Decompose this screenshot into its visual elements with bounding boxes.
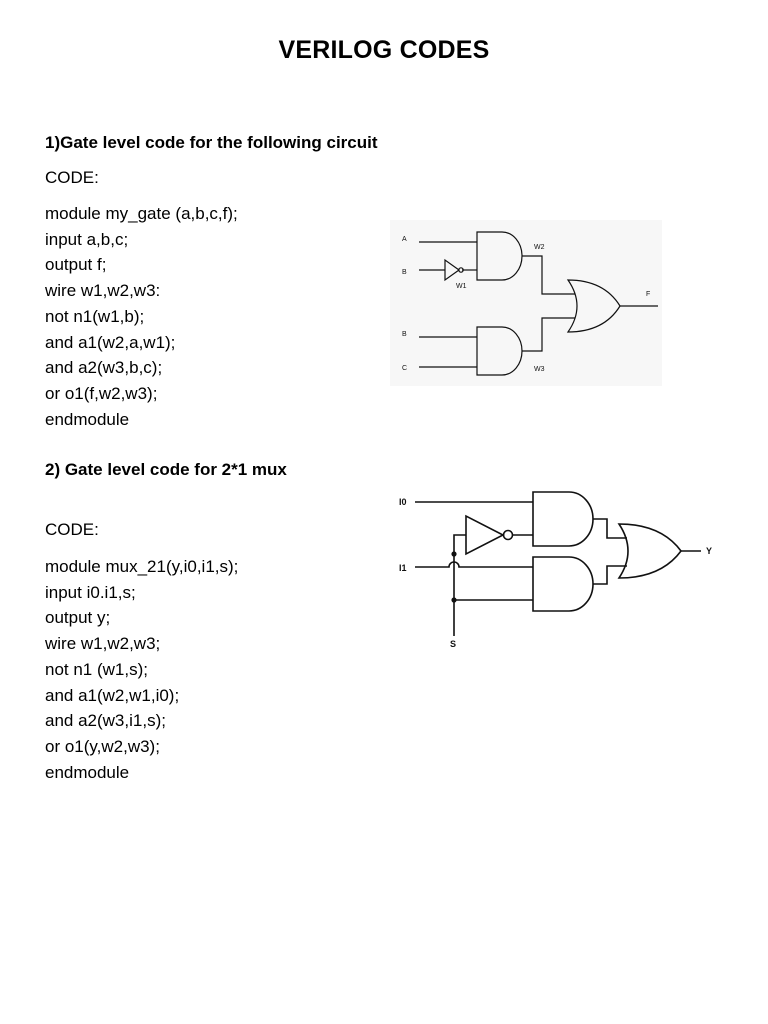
code-line: and a1(w2,w1,i0);	[45, 685, 180, 705]
section2-heading: 2) Gate level code for 2*1 mux	[45, 460, 287, 479]
wire-s-to-not	[453, 534, 466, 600]
code-line: endmodule	[45, 409, 130, 429]
code-line: not n1 (w1,s);	[45, 659, 148, 679]
junction-dot	[451, 597, 457, 603]
and-gate-a1	[532, 491, 594, 547]
label-f: F	[646, 291, 650, 298]
code-line: and a1(w2,a,w1);	[45, 332, 176, 352]
code-line: input a,b,c;	[45, 229, 129, 249]
section2-code-label: CODE:	[45, 520, 99, 539]
label-b2: B	[402, 331, 407, 338]
label-i1: I1	[399, 563, 407, 573]
code-line: module mux_21(y,i0,i1,s);	[45, 557, 239, 576]
code-line: module my_gate (a,b,c,f);	[45, 204, 238, 223]
not-gate-bubble	[502, 529, 514, 541]
and-gate-a2	[532, 556, 594, 612]
code-line: output y;	[45, 608, 111, 628]
section2-circuit-diagram: I0 I1 S Y	[399, 491, 712, 649]
label-w3: W3	[534, 366, 545, 373]
code-line: input i0.i1,s;	[45, 582, 136, 602]
code-line: output f;	[45, 255, 107, 275]
or-gate-o1	[566, 279, 621, 333]
section2-code-block: module mux_21(y,i0,i1,s); input i0.i1,s;…	[45, 554, 238, 785]
code-line: or o1(y,w2,w3);	[45, 736, 160, 756]
and-gate-a2	[476, 326, 523, 376]
wire-w2	[522, 255, 575, 295]
section1-heading: 1)Gate level code for the following circ…	[45, 133, 378, 152]
section1-code-block: module my_gate (a,b,c,f); input a,b,c; o…	[45, 201, 238, 432]
code-line: or o1(f,w2,w3);	[45, 383, 158, 403]
label-y: Y	[706, 546, 712, 556]
or-gate-o1	[617, 523, 682, 579]
and-gate-a1	[476, 231, 523, 281]
not-gate-n1	[465, 514, 505, 556]
label-b1: B	[402, 269, 407, 276]
label-s: S	[450, 639, 456, 649]
not-gate-n1	[444, 258, 461, 282]
label-a: A	[402, 236, 407, 243]
junction-dot	[451, 551, 457, 557]
wire-w3	[522, 317, 575, 352]
code-line: wire w1,w2,w3:	[45, 281, 161, 301]
label-w1: W1	[456, 283, 467, 290]
code-line: and a2(w3,b,c);	[45, 358, 163, 378]
code-line: wire w1,w2,w3;	[45, 634, 161, 654]
section1-code-label: CODE:	[45, 168, 99, 187]
circuit-background	[390, 220, 662, 386]
label-c: C	[402, 365, 407, 372]
wire-i1	[415, 561, 533, 568]
wire-w2	[593, 518, 627, 539]
not-gate-bubble	[458, 267, 464, 273]
page-title: VERILOG CODES	[278, 36, 490, 64]
section1-circuit-diagram: A B W1 W2 F B C W3	[390, 220, 662, 386]
code-line: not n1(w1,b);	[45, 306, 145, 326]
label-i0: I0	[399, 497, 407, 507]
wire-w3	[593, 565, 627, 585]
code-line: and a2(w3,i1,s);	[45, 711, 166, 731]
label-w2: W2	[534, 244, 545, 251]
code-line: endmodule	[45, 762, 130, 782]
